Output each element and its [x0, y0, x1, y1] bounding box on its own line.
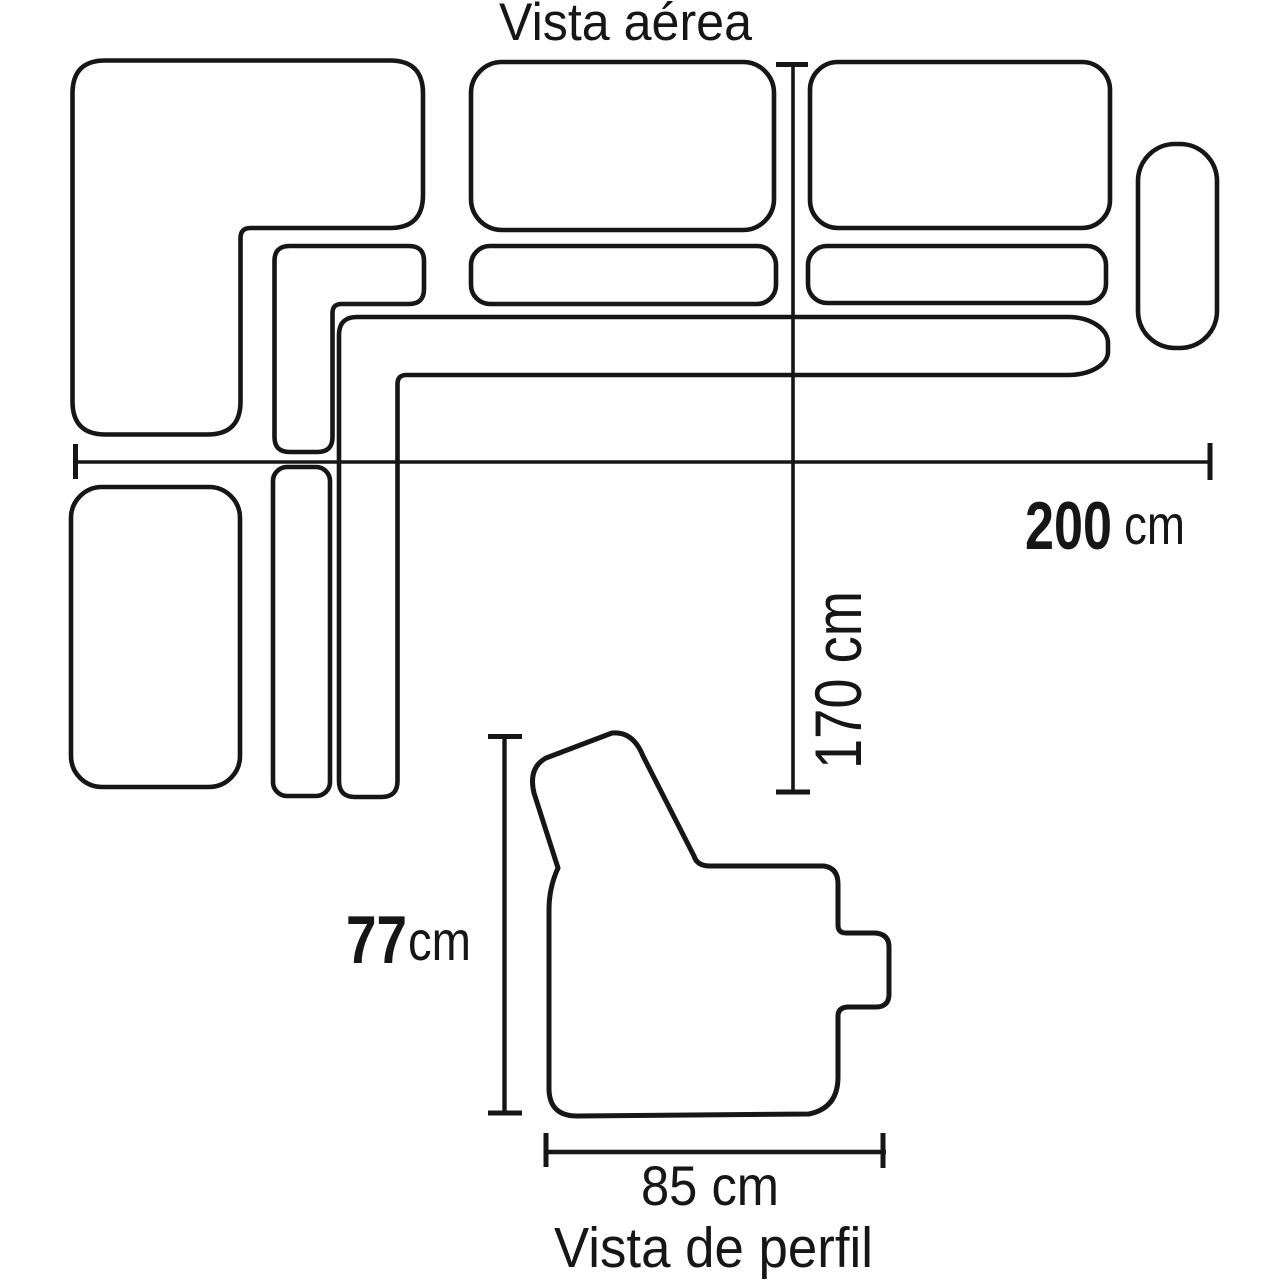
svg-text:Vista de perfil: Vista de perfil	[554, 1216, 873, 1280]
svg-text:77: 77	[346, 902, 407, 978]
svg-text:85 cm: 85 cm	[641, 1154, 779, 1217]
svg-text:200: 200	[1025, 488, 1112, 564]
svg-text:170 cm: 170 cm	[801, 591, 875, 769]
svg-text:Vista aérea: Vista aérea	[499, 0, 752, 52]
svg-text:cm: cm	[408, 909, 471, 972]
svg-text:cm: cm	[1124, 493, 1185, 556]
